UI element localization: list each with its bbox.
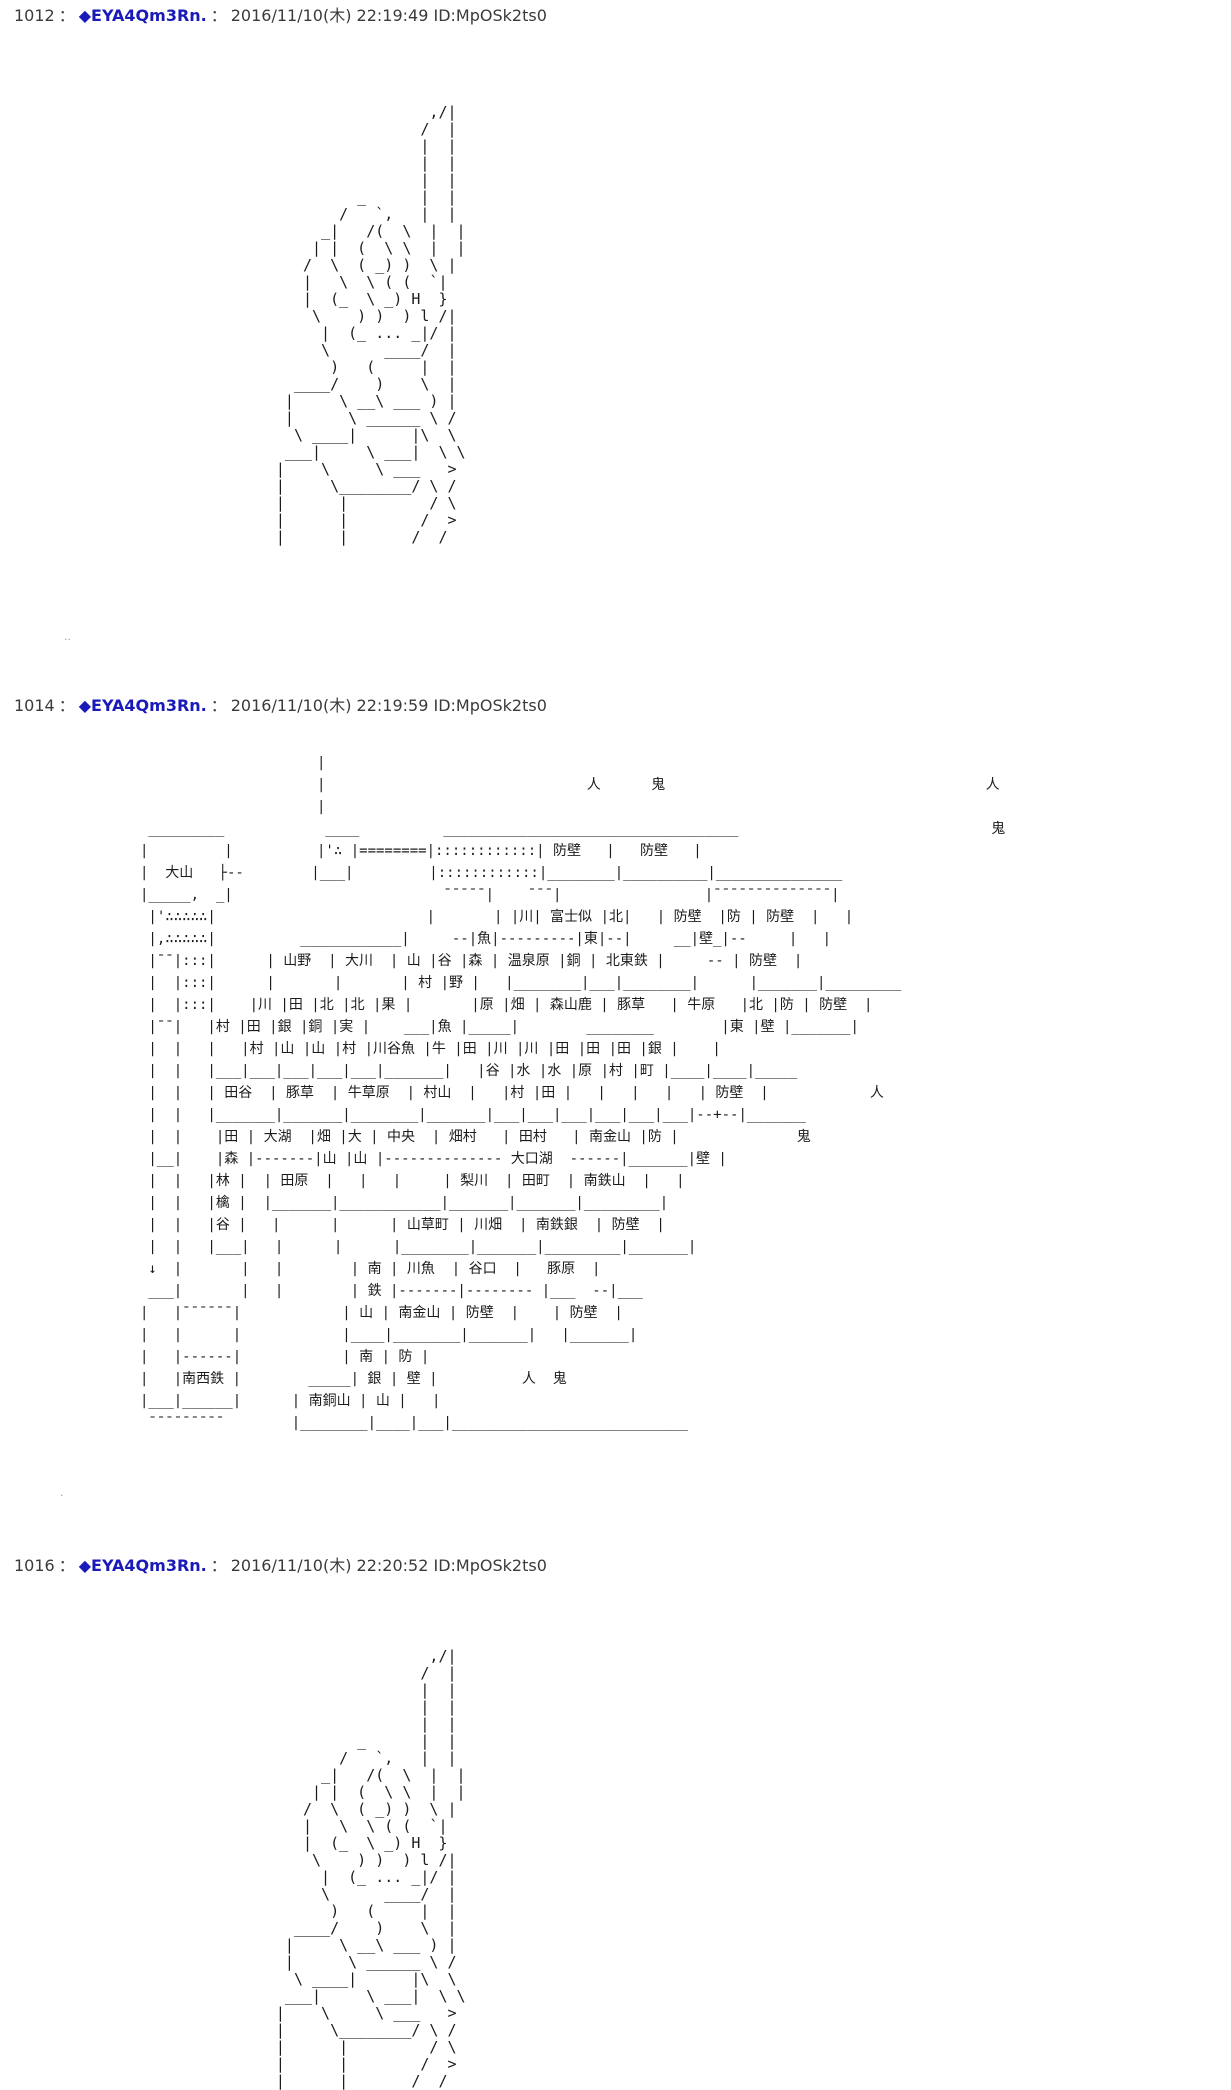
stray-dots: .. xyxy=(64,630,71,643)
colon-separator: ： xyxy=(58,696,75,715)
post-number[interactable]: 1014 xyxy=(14,696,55,715)
post-datetime: 2016/11/10(木) 22:20:52 xyxy=(230,1556,429,1575)
colon-separator: ： xyxy=(58,1556,75,1575)
poster-name[interactable]: ◆EYA4Qm3Rn. xyxy=(78,696,207,715)
ascii-art-region-map: | | 人 鬼 人 | _________ ____ _____________… xyxy=(140,755,1006,1431)
post-number[interactable]: 1016 xyxy=(14,1556,55,1575)
colon-separator: ： xyxy=(58,6,75,25)
ascii-art-pointing-hand: ,/| / | | | | | | xyxy=(275,1647,466,2090)
post-number[interactable]: 1012 xyxy=(14,6,55,25)
ascii-art-pointing-hand: ,/| / | | | | | | xyxy=(275,103,466,546)
poster-name[interactable]: ◆EYA4Qm3Rn. xyxy=(78,6,207,25)
post-header: 1016：◆EYA4Qm3Rn.：2016/11/10(木) 22:20:52 … xyxy=(0,1556,1231,1576)
post-1016: 1016：◆EYA4Qm3Rn.：2016/11/10(木) 22:20:52 … xyxy=(0,1556,1231,2090)
post-header: 1014：◆EYA4Qm3Rn.：2016/11/10(木) 22:19:59 … xyxy=(0,696,1231,716)
colon-separator: ： xyxy=(210,1556,227,1575)
post-datetime: 2016/11/10(木) 22:19:49 xyxy=(230,6,429,25)
post-id: ID:MpOSk2ts0 xyxy=(433,696,547,715)
post-1014: 1014：◆EYA4Qm3Rn.：2016/11/10(木) 22:19:59 … xyxy=(0,696,1231,1434)
post-1012: 1012：◆EYA4Qm3Rn.：2016/11/10(木) 22:19:49 … xyxy=(0,0,1231,546)
stray-dots: . xyxy=(60,1486,64,1499)
post-header: 1012：◆EYA4Qm3Rn.：2016/11/10(木) 22:19:49 … xyxy=(0,0,1231,26)
colon-separator: ： xyxy=(210,696,227,715)
post-id: ID:MpOSk2ts0 xyxy=(433,6,547,25)
colon-separator: ： xyxy=(210,6,227,25)
poster-name[interactable]: ◆EYA4Qm3Rn. xyxy=(78,1556,207,1575)
post-datetime: 2016/11/10(木) 22:19:59 xyxy=(230,696,429,715)
post-id: ID:MpOSk2ts0 xyxy=(433,1556,547,1575)
